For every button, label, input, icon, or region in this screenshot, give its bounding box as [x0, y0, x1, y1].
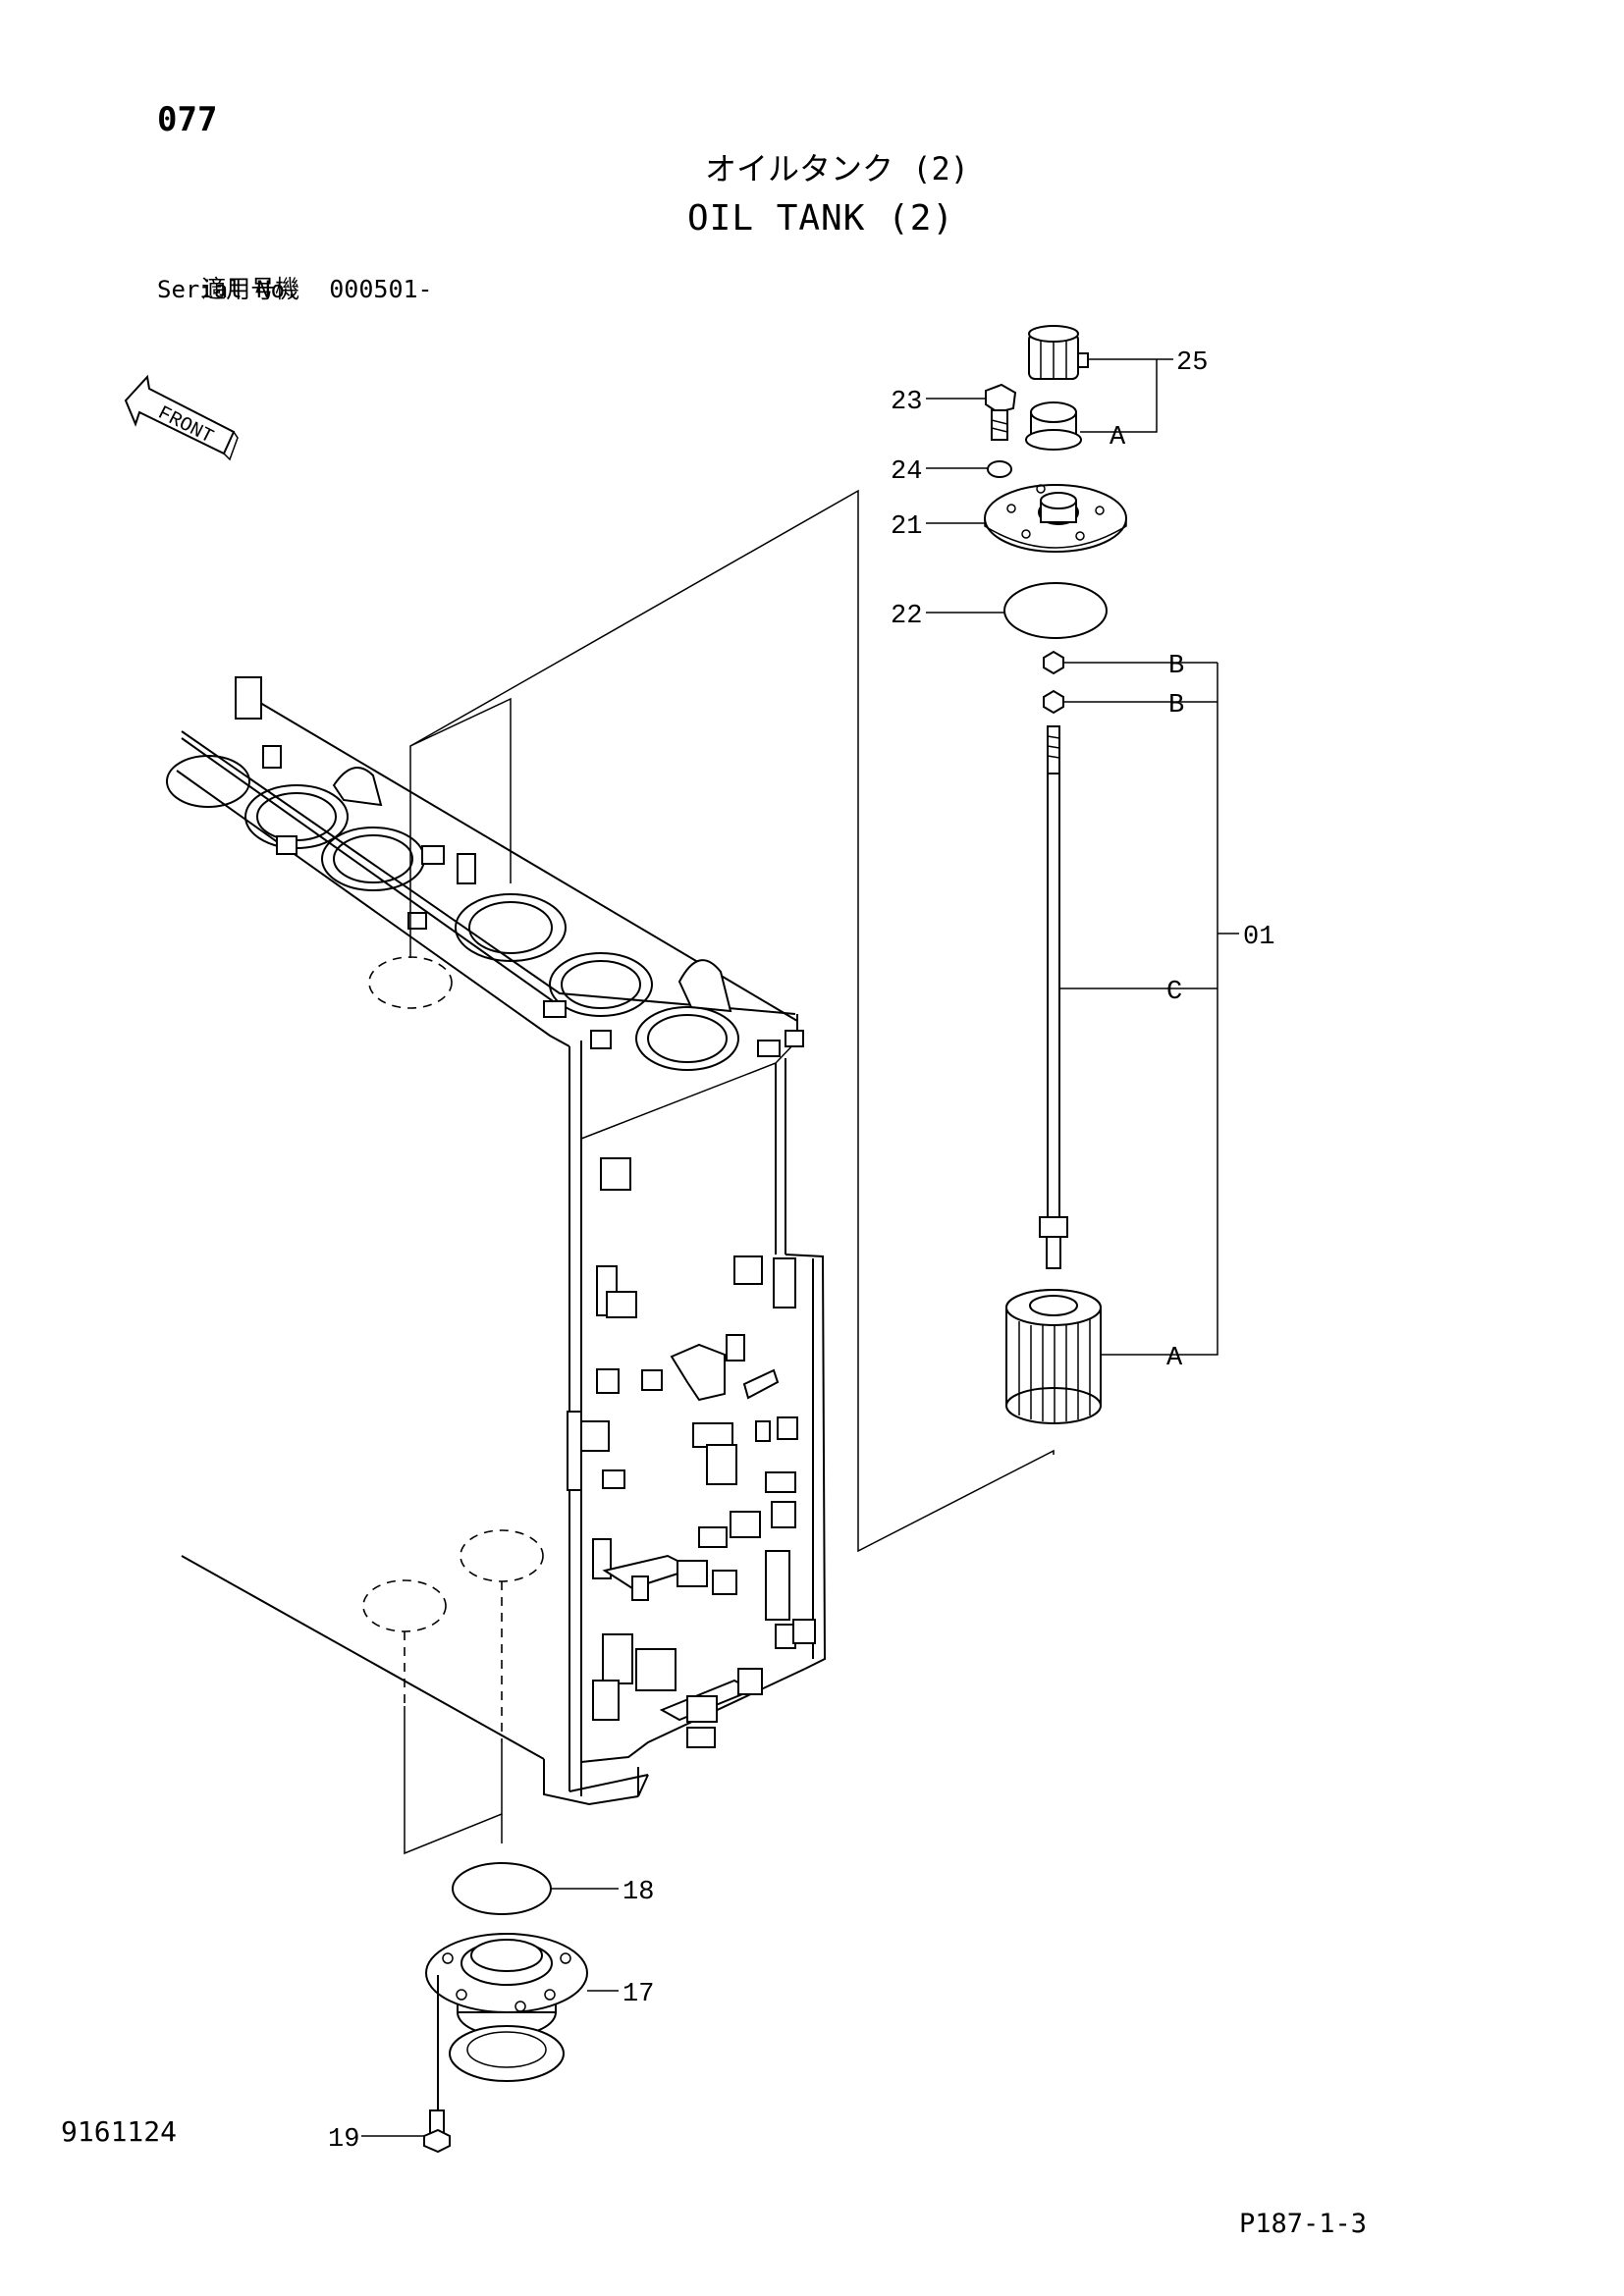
assembly-leader — [409, 697, 512, 958]
nut-b2-part — [1043, 689, 1064, 715]
callout-c: C — [1166, 978, 1182, 1007]
callout-a-top: A — [1110, 423, 1126, 453]
callout-b2: B — [1168, 691, 1184, 721]
callout-22: 22 — [891, 602, 922, 631]
callout-21: 21 — [891, 512, 922, 542]
callout-leaders — [361, 358, 1239, 2137]
bottom-cover-17-part — [425, 1933, 588, 2082]
serial-line: 適用号機 000501- — [172, 252, 433, 303]
title-japanese: オイルタンク (2) — [705, 150, 970, 187]
callout-17: 17 — [623, 1980, 654, 2009]
bolt-23-part — [985, 383, 1017, 441]
front-arrow-icon: FRONT — [124, 374, 239, 461]
serial-value: 000501- — [329, 275, 433, 303]
cover-plate-21-part — [984, 484, 1127, 553]
page-number: 077 — [157, 100, 218, 139]
o-ring-18-part — [452, 1862, 552, 1915]
drawing-code: 9161124 — [61, 2115, 178, 2148]
nut-b1-part — [1043, 650, 1064, 675]
serial-label-en: Serial No. — [157, 276, 299, 303]
rod-c-part — [1039, 725, 1068, 1269]
callout-19: 19 — [328, 2125, 359, 2155]
oil-tank-body — [166, 676, 827, 1806]
callout-b1: B — [1168, 652, 1184, 681]
strainer-a-part — [1005, 1289, 1102, 1424]
callout-a-mid: A — [1166, 1344, 1183, 1373]
title-english: OIL TANK (2) — [687, 198, 955, 239]
callout-18: 18 — [623, 1878, 654, 1907]
page-reference: P187-1-3 — [1239, 2209, 1368, 2239]
callout-25: 25 — [1176, 348, 1208, 378]
filler-cap-part — [1028, 325, 1089, 380]
callout-01: 01 — [1243, 923, 1274, 952]
o-ring-22-part — [1003, 582, 1108, 639]
callout-23: 23 — [891, 388, 922, 417]
bolt-19-part — [423, 1975, 451, 2154]
callout-24: 24 — [891, 457, 922, 487]
adapter-part — [1025, 401, 1082, 451]
serial-label-jp: 適用号機 — [201, 275, 300, 303]
washer-24-part — [987, 460, 1012, 478]
